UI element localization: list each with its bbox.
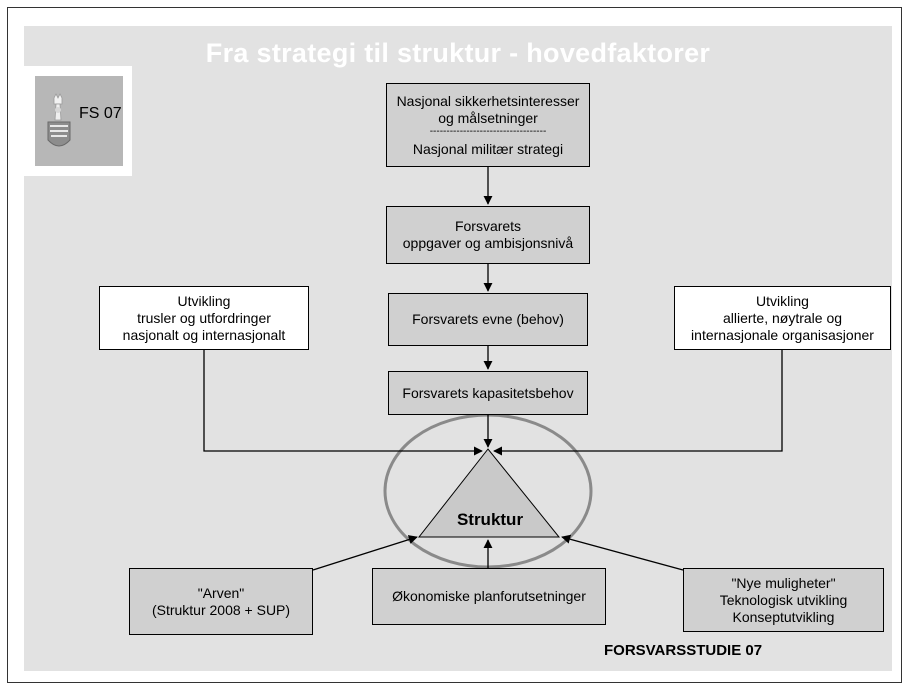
box-threats-line1: Utvikling (177, 292, 231, 309)
box-opportunities-line3: Konseptutvikling (732, 608, 835, 625)
structure-triangle (417, 448, 561, 538)
box-legacy-line2: (Struktur 2008 + SUP) (151, 601, 291, 618)
box-tasks-line2: oppgaver og ambisjonsnivå (402, 235, 574, 251)
structure-label: Struktur (456, 510, 524, 529)
footer-label: FORSVARSSTUDIE 07 (604, 642, 763, 659)
box-allies-line1: Utvikling (756, 292, 809, 309)
box-allies-line3: internasjonale organisasjoner (691, 326, 874, 343)
box-tasks-line1: Forsvarets (454, 218, 522, 234)
box-capacity-line1: Forsvarets kapasitetsbehov (402, 384, 574, 401)
box-opportunities: "Nye muligheter" Teknologisk utvikling K… (683, 568, 884, 632)
box-opportunities-line1: "Nye muligheter" (731, 574, 836, 591)
box-national-separator: ----------------------------------- (429, 125, 547, 137)
box-national-line3: Nasjonal militær strategi (412, 140, 564, 157)
box-defence-tasks: Forsvarets oppgaver og ambisjonsnivå (386, 206, 590, 264)
arrow-opportunities-to-structure (561, 534, 684, 571)
box-national-security: Nasjonal sikkerhetsinteresser og målsetn… (386, 83, 590, 167)
box-capability-line1: Forsvarets evne (behov) (412, 311, 564, 327)
coat-of-arms-icon (47, 93, 71, 147)
arrow-legacy-to-structure (312, 535, 418, 571)
arrow-threats-to-structure (203, 350, 483, 456)
box-threats-line3: nasjonalt og internasjonalt (122, 326, 286, 343)
logo-background (35, 76, 123, 166)
box-threats: Utvikling trusler og utfordringer nasjon… (99, 286, 309, 350)
box-allies: Utvikling allierte, nøytrale og internas… (674, 286, 891, 350)
box-economy-line1: Økonomiske planforutsetninger (392, 588, 586, 604)
box-legacy: "Arven" (Struktur 2008 + SUP) (129, 568, 313, 635)
box-legacy-line1: "Arven" (197, 584, 245, 601)
logo-label: FS 07 (79, 105, 122, 122)
arrow-allies-to-structure (493, 350, 783, 456)
box-threats-line2: trusler og utfordringer (137, 309, 271, 326)
slide-title: Fra strategi til struktur - hovedfaktore… (205, 38, 711, 68)
box-economy: Økonomiske planforutsetninger (372, 568, 606, 625)
box-allies-line2: allierte, nøytrale og (722, 309, 843, 326)
box-capacity-needs: Forsvarets kapasitetsbehov (388, 371, 588, 415)
box-national-line2: og målsetninger (438, 109, 538, 126)
box-opportunities-line2: Teknologisk utvikling (719, 591, 848, 608)
box-national-line1: Nasjonal sikkerhetsinteresser (396, 92, 580, 109)
box-defence-capability: Forsvarets evne (behov) (388, 293, 588, 346)
